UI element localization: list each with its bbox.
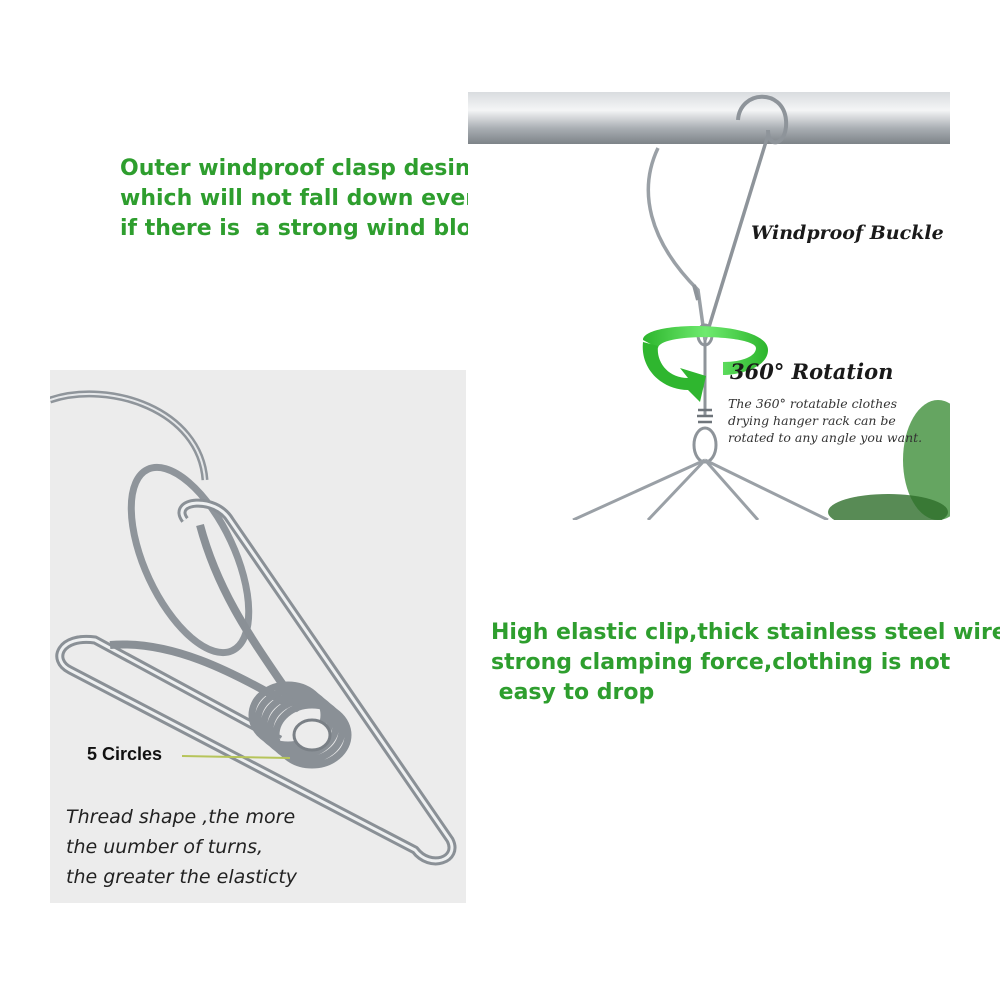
rotation-description-line: drying hanger rack can be bbox=[728, 413, 896, 428]
rotation-description-line: The 360° rotatable clothes bbox=[728, 396, 898, 411]
caption-line: which will not fall down even bbox=[120, 186, 481, 211]
rotation-arrow-icon bbox=[643, 326, 768, 375]
pointer-line bbox=[181, 755, 291, 759]
rotation-arrowhead bbox=[642, 342, 706, 402]
thread-text-line: Thread shape ,the more bbox=[66, 806, 296, 828]
caption-line: easy to drop bbox=[491, 680, 655, 705]
windproof-buckle-label: Windproof Buckle bbox=[751, 222, 944, 244]
thread-text-line: the uumber of turns, bbox=[66, 836, 264, 858]
caption-line: High elastic clip,thick stainless steel … bbox=[491, 620, 1000, 645]
hanger-ring bbox=[50, 390, 209, 481]
elastic-clip-caption: High elastic clip,thick stainless steel … bbox=[491, 618, 1000, 708]
thread-text-line: the greater the elasticty bbox=[66, 866, 298, 888]
clip-illustration bbox=[50, 390, 457, 866]
spring-coil bbox=[248, 681, 352, 769]
s-hook bbox=[736, 94, 789, 145]
leaf-shape bbox=[828, 494, 948, 520]
rotation-label: 360° Rotation bbox=[730, 359, 894, 384]
hanging-rod bbox=[468, 92, 950, 144]
hanger-illustration bbox=[468, 92, 950, 520]
leaf-shape bbox=[903, 400, 950, 520]
five-circles-label: 5 Circles bbox=[87, 744, 163, 764]
clip-photo: 5 Circles Thread shape ,the more the uum… bbox=[50, 370, 466, 903]
hanger-photo: Windproof Buckle 360° Rotation The 360° … bbox=[468, 50, 950, 520]
rotation-description-line: rotated to any angle you want. bbox=[728, 430, 923, 445]
caption-line: strong clamping force,clothing is not bbox=[491, 650, 951, 675]
swivel-ring bbox=[692, 426, 718, 464]
